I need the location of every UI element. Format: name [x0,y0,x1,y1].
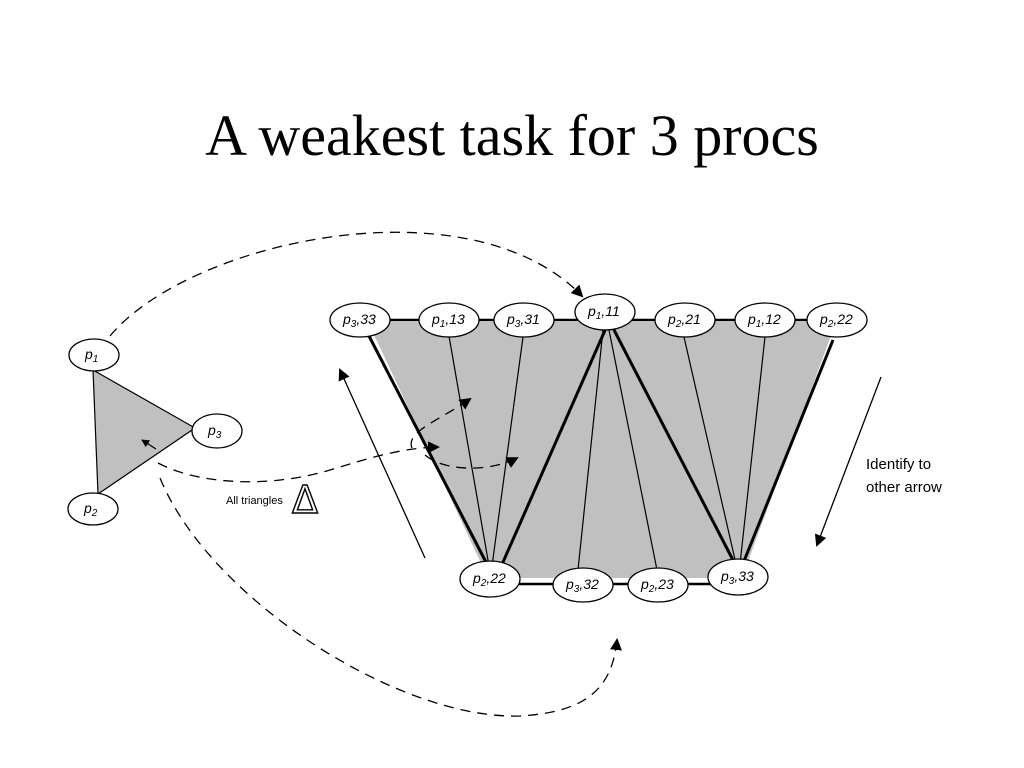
inner-edge [739,336,766,565]
top-node-2: p1,13 [418,302,480,338]
vertex-p3-ellipse [191,413,243,449]
inner-arrow [141,439,157,450]
bottom-node-4: p3,33 [707,558,769,596]
node-label: p3,31 [506,311,540,330]
node-ellipse [734,302,796,338]
node-ellipse [574,293,636,331]
top-node-5: p2,21 [654,302,716,338]
top-node-3: p3,31 [493,302,555,338]
all-triangles-caption: All triangles [226,495,283,507]
node-ellipse [707,558,769,596]
node-label: p1,12 [747,311,781,330]
top-node-1: p3,33 [329,302,391,338]
left-direction-arrow [338,368,426,559]
inner-edge [683,336,737,565]
node-ellipse [627,567,689,603]
node-ellipse [493,302,555,338]
dashed-map-arrow-up [410,397,472,449]
bottom-node-2: p3,32 [552,567,614,603]
vertex-p1-ellipse [68,338,120,372]
node-ellipse [418,302,480,338]
dashed-map-arrow-top [109,231,584,337]
vertex-p2-ellipse [67,492,119,526]
diagonal-edge-right [611,327,737,565]
subdivision-face [368,322,836,578]
node-label: p2,22 [819,311,853,330]
node-ellipse [329,302,391,338]
vertex-p1-label: p1 [84,346,98,365]
top-node-6: p1,12 [734,302,796,338]
vertex-p3-label: p3 [207,422,222,441]
node-label: p3,33 [342,311,376,330]
vertex-p2-label: p2 [83,500,98,519]
identify-note-line1: Identify to [866,456,931,473]
top-node-4: p1,11 [574,293,636,331]
dashed-map-arrow-middle [157,441,440,483]
diagonal-edge-left [498,327,608,570]
node-ellipse [654,302,716,338]
dashed-map-arrow-down [424,454,519,469]
right-edge [740,339,835,567]
node-label: p2,22 [472,570,506,589]
subdivision: p3,33 p1,13 p3,31 p1,11 p2,21 p1,12 p2,2… [329,293,868,603]
node-label: p2,21 [667,311,701,330]
identify-note-line2: other arrow [866,479,942,496]
inner-edge [491,336,524,567]
inner-edge [577,329,604,571]
bottom-node-1: p2,22 [459,560,521,598]
inner-edge [608,329,658,571]
node-label: p3,33 [720,568,754,587]
inner-edge [448,335,490,567]
node-ellipse [806,302,868,338]
node-label: p1,11 [587,303,620,322]
input-triangle-face [92,368,197,496]
input-triangle: p1 p3 p2 [67,338,243,526]
node-ellipse [552,567,614,603]
node-ellipse [459,560,521,598]
bottom-node-3: p2,23 [627,567,689,603]
node-label: p3,32 [565,576,599,595]
vertex-p2: p2 [67,492,119,526]
slide-title: A weakest task for 3 procs [205,103,819,168]
dashed-map-arrow-bottom [159,477,622,717]
top-node-7: p2,22 [806,302,868,338]
delta-symbol: Δ [292,478,318,522]
vertex-p3: p3 [191,413,243,449]
right-direction-arrow [814,376,882,547]
node-label: p1,13 [431,311,465,330]
node-label: p2,23 [640,576,674,595]
vertex-p1: p1 [68,338,120,372]
